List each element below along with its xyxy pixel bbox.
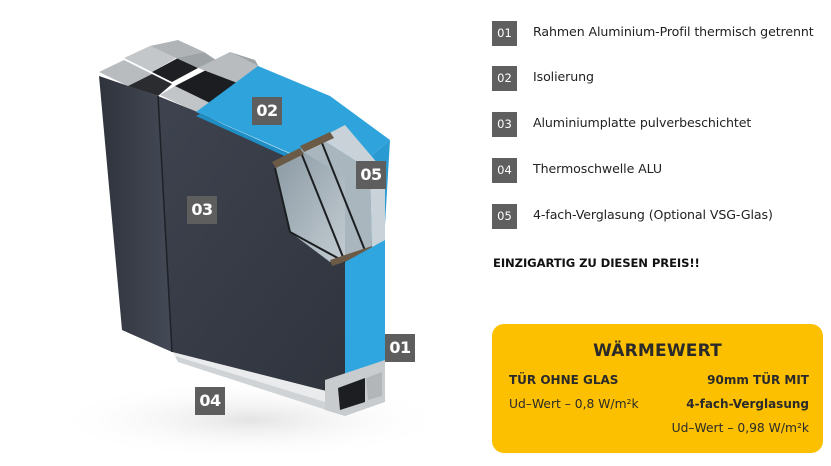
feature-number-badge: 03	[492, 112, 517, 137]
feature-label: Rahmen Aluminium-Profil thermisch getren…	[533, 24, 814, 39]
feature-number-badge: 05	[492, 204, 517, 229]
marker-02: 02	[252, 97, 282, 125]
door-with-glass-heading: 90mm TÜR MIT	[707, 373, 809, 387]
marker-05: 05	[356, 161, 386, 189]
marker-04: 04	[195, 387, 225, 415]
marker-01: 01	[385, 334, 415, 362]
door-with-glass-value: Ud–Wert – 0,98 W/m²k	[671, 421, 809, 435]
marker-03: 03	[187, 196, 217, 224]
feature-item-04: 04 Thermoschwelle ALU	[492, 158, 662, 183]
feature-number-badge: 01	[492, 21, 517, 46]
door-cross-section-drawing	[50, 40, 450, 460]
tagline: EINZIGARTIG ZU DIESEN PREIS!!	[493, 256, 700, 270]
door-cross-section-illustration: 02 03 05 01 04	[50, 40, 450, 460]
warmewert-title: WÄRMEWERT	[593, 341, 722, 361]
feature-item-05: 05 4-fach-Verglasung (Optional VSG-Glas)	[492, 204, 773, 229]
feature-label: Aluminiumplatte pulverbeschichtet	[533, 115, 752, 130]
door-without-glass-value: Ud–Wert – 0,8 W/m²k	[509, 397, 639, 411]
feature-label: Thermoschwelle ALU	[533, 161, 663, 176]
feature-item-01: 01 Rahmen Aluminium-Profil thermisch get…	[492, 21, 814, 46]
feature-label: 4-fach-Verglasung (Optional VSG-Glas)	[533, 207, 773, 222]
feature-number-badge: 04	[492, 158, 517, 183]
feature-number-badge: 02	[492, 66, 517, 91]
feature-item-02: 02 Isolierung	[492, 66, 594, 91]
warmewert-box: WÄRMEWERT TÜR OHNE GLAS Ud–Wert – 0,8 W/…	[492, 324, 823, 453]
door-without-glass-heading: TÜR OHNE GLAS	[509, 373, 619, 387]
feature-label: Isolierung	[533, 69, 594, 84]
door-with-glass-subheading: 4-fach-Verglasung	[686, 397, 809, 411]
feature-item-03: 03 Aluminiumplatte pulverbeschichtet	[492, 112, 751, 137]
